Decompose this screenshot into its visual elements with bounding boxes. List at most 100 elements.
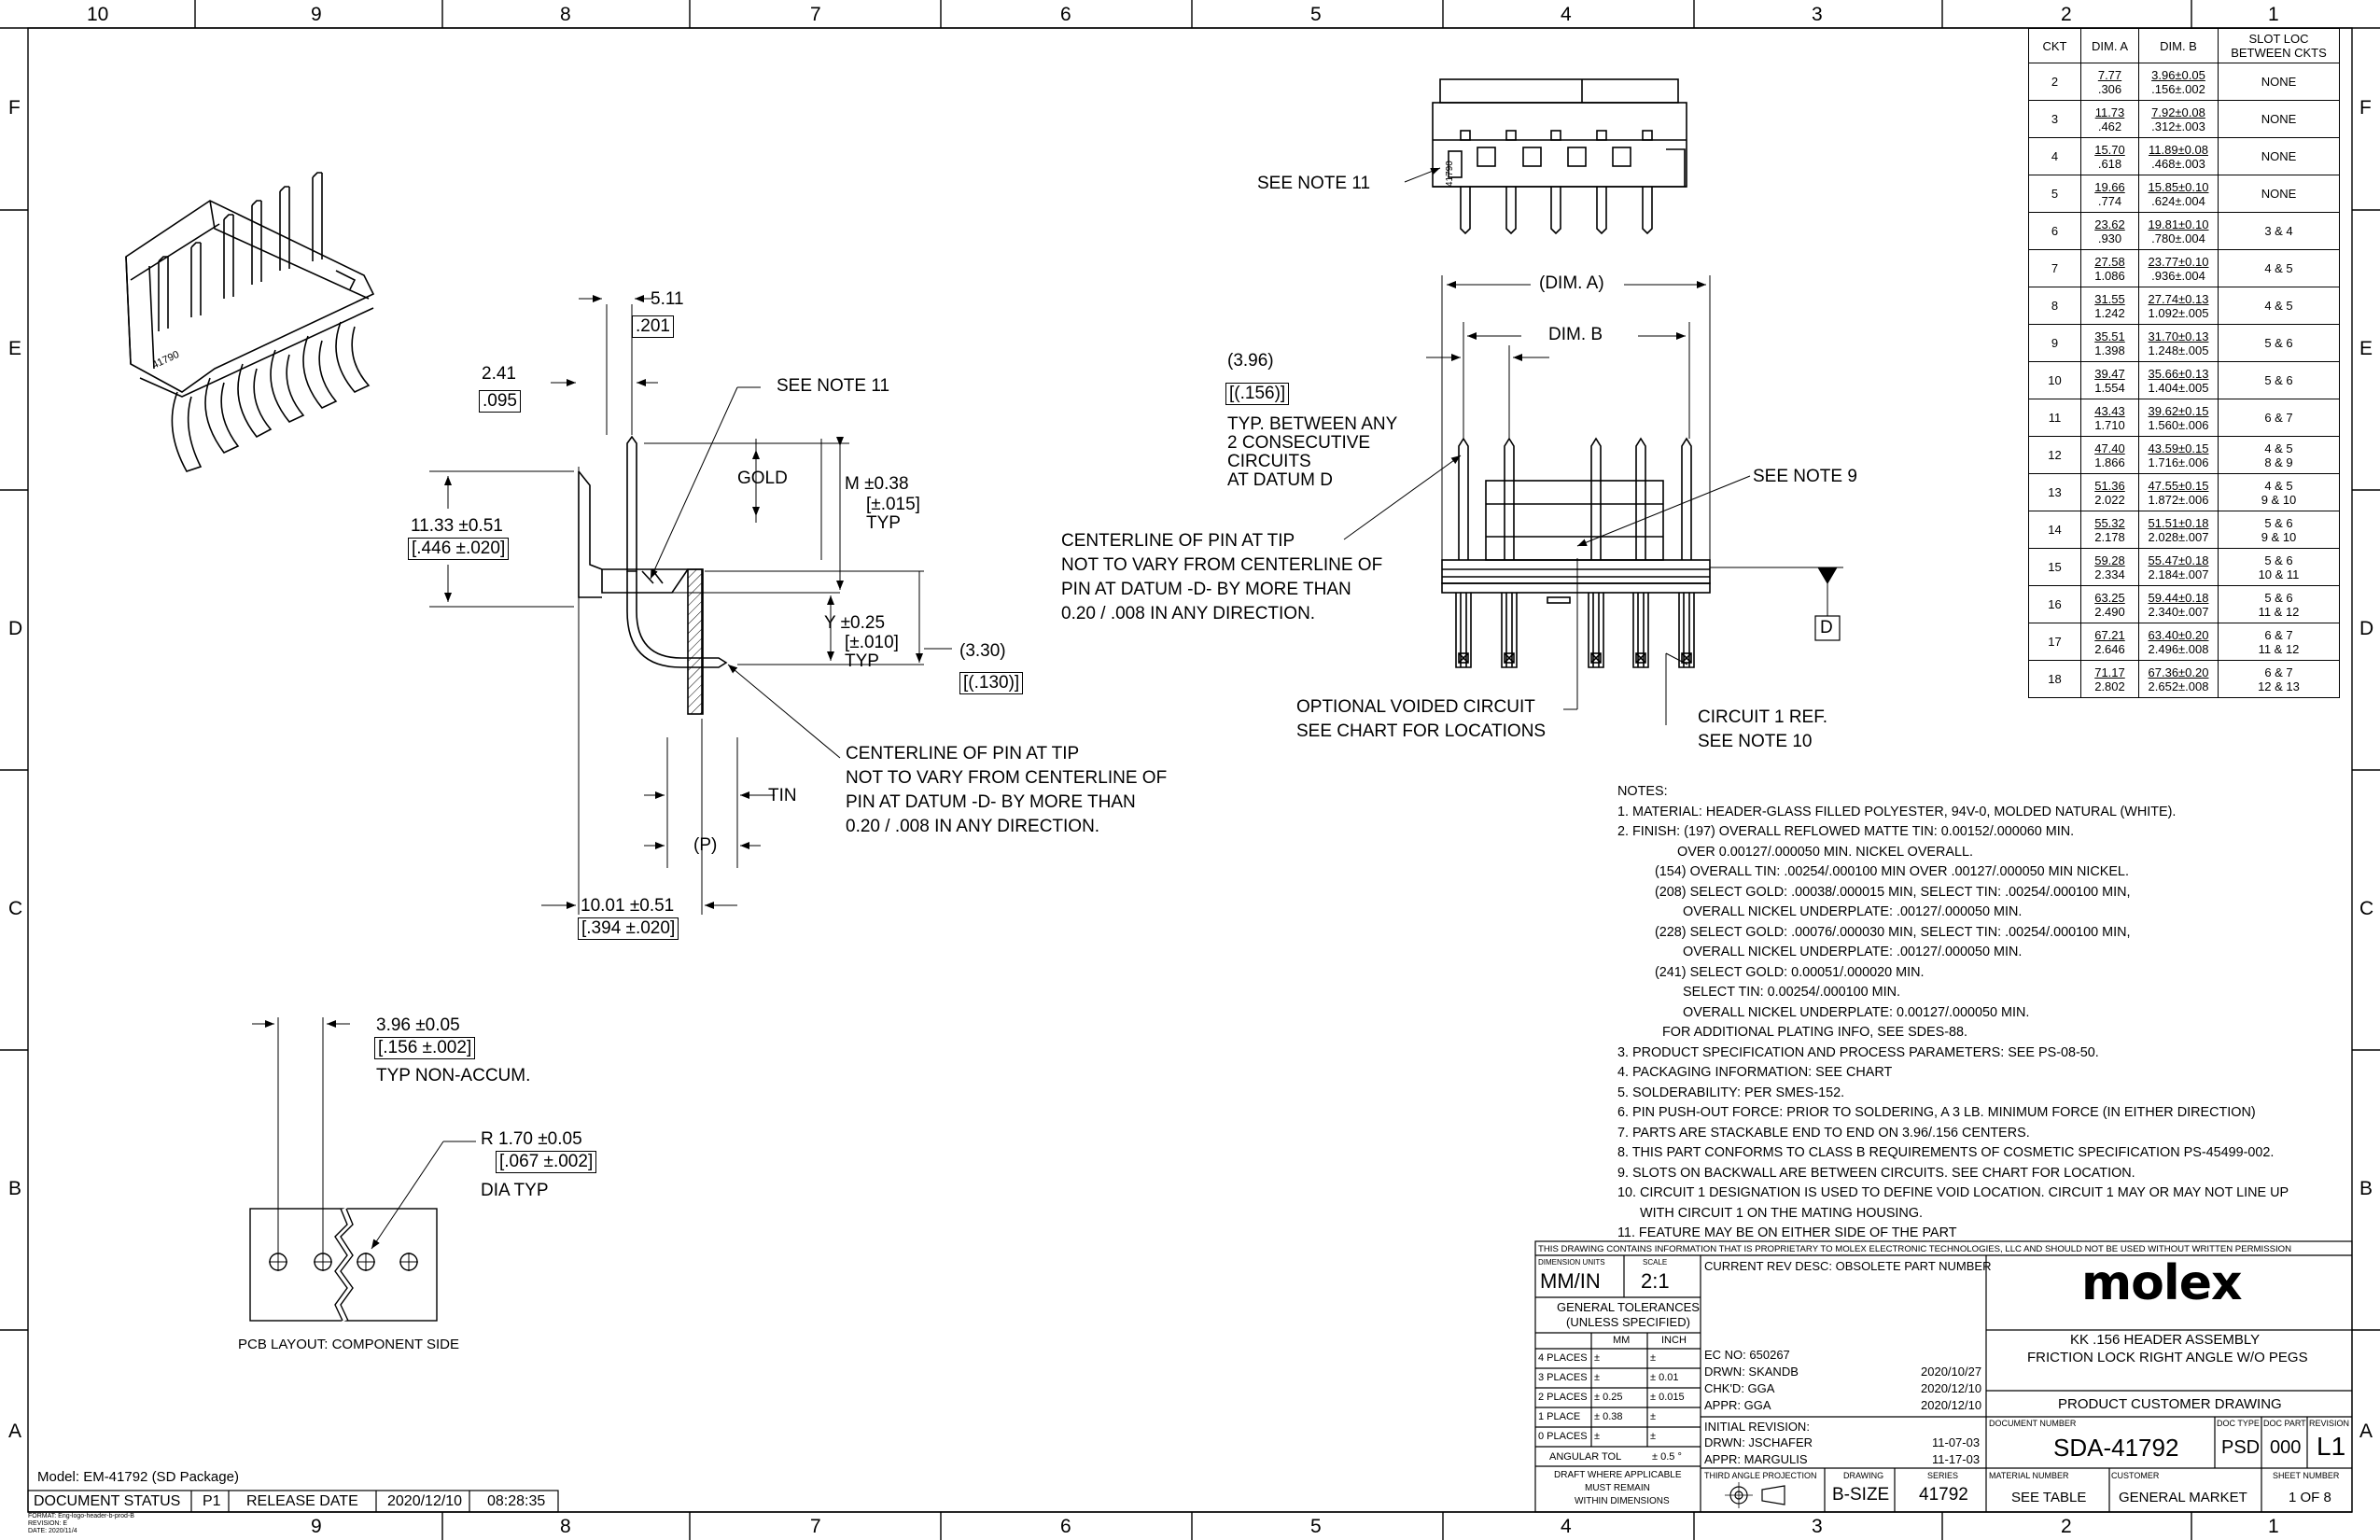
material-label: MATERIAL NUMBER [1989, 1471, 2069, 1480]
note-line: 9. SLOTS ON BACKWALL ARE BETWEEN CIRCUIT… [1617, 1165, 2135, 1181]
cell-dim-b: 7.92±0.08.312±.003 [2138, 100, 2219, 138]
cell-dim-b-b_in: 1.248±.005 [2148, 343, 2209, 357]
cell-dim-a: 23.62.930 [2080, 212, 2139, 250]
zone-bottom-7: 7 [810, 1516, 821, 1537]
cell-ckt-ckt: 8 [2051, 299, 2059, 313]
zone-top-7: 7 [810, 4, 821, 25]
cell-dim-a-a_in: .618 [2097, 156, 2122, 171]
note-line: (154) OVERALL TIN: .00254/.000100 MIN OV… [1655, 864, 2129, 879]
dim-y-typ: TYP [845, 651, 879, 671]
th-dim-a: DIM. A [2080, 28, 2139, 63]
format-info: FORMAT: Eng-logo-header-b-prod-B REVISIO… [28, 1513, 134, 1535]
format-date: DATE: 2020/11/4 [28, 1528, 77, 1534]
cell-dim-b-b_mm: 51.51±0.18 [2148, 515, 2209, 530]
revision-label: REVISION [2309, 1419, 2350, 1428]
release-date: 2020/12/10 [387, 1493, 463, 1509]
release-date-label: RELEASE DATE [246, 1493, 358, 1509]
cell-dim-a-a_in: 1.866 [2094, 455, 2125, 469]
cell-dim-b-b_mm: 11.89±0.08 [2148, 142, 2208, 157]
dim-5-11: 5.11 [651, 289, 684, 309]
side-cl-line-2: NOT TO VARY FROM CENTERLINE OF [846, 768, 1168, 788]
current-rev-desc: CURRENT REV DESC: OBSOLETE PART NUMBER [1704, 1259, 1992, 1273]
cell-dim-b-b_mm: 19.81±0.10 [2148, 217, 2209, 231]
cell-ckt: 17 [2028, 623, 2081, 661]
cell-dim-b-b_mm: 39.62±0.15 [2148, 403, 2209, 418]
cell-dim-a: 11.73.462 [2080, 100, 2139, 138]
front-view-top [1404, 78, 1687, 235]
dim-a-label: (DIM. A) [1535, 273, 1608, 294]
third-angle-label: THIRD ANGLE PROJECTION [1704, 1471, 1817, 1480]
cell-dim-b: 15.85±0.10.624±.004 [2138, 175, 2219, 213]
zone-bottom-8: 8 [560, 1516, 571, 1537]
cell-slot-slot: 5 & 6 [2264, 590, 2293, 605]
cell-dim-b: 11.89±0.08.468±.003 [2138, 137, 2219, 175]
cell-dim-b-b_in: 1.716±.006 [2148, 455, 2209, 469]
zone-top-4: 4 [1561, 4, 1572, 25]
cell-dim-b-b_mm: 7.92±0.08 [2151, 105, 2205, 119]
cell-slot: 3 & 4 [2218, 212, 2340, 250]
cell-ckt-ckt: 14 [2048, 523, 2062, 537]
doc-type: PSD [2221, 1437, 2261, 1458]
cell-dim-a-a_in: 1.710 [2094, 417, 2125, 432]
dim-10-01: 10.01 ±0.51 [581, 896, 675, 916]
doc-type-label: DOC TYPE [2217, 1419, 2260, 1428]
cell-slot-slot: 3 & 4 [2264, 224, 2293, 238]
dim-m-in: [±.015] [866, 495, 920, 514]
ec-no: EC NO: 650267 [1704, 1348, 1790, 1362]
dim-11-33: 11.33 ±0.51 [411, 516, 503, 536]
cell-dim-a-a_mm: 15.70 [2094, 142, 2125, 157]
doc-num-label: DOCUMENT NUMBER [1989, 1419, 2077, 1428]
pcb-typ-non-accum: TYP NON-ACCUM. [376, 1066, 531, 1085]
cell-ckt: 14 [2028, 511, 2081, 549]
cell-dim-a-a_in: 2.334 [2094, 567, 2125, 581]
front-see-note-11: SEE NOTE 11 [1257, 174, 1371, 193]
zone-top-10: 10 [87, 4, 109, 25]
cell-ckt: 2 [2028, 63, 2081, 101]
cell-slot-slot: 5 & 6 [2264, 373, 2293, 387]
cell-ckt: 8 [2028, 287, 2081, 325]
cell-dim-a-a_mm: 19.66 [2094, 179, 2125, 194]
cell-ckt: 9 [2028, 324, 2081, 362]
note-line: FOR ADDITIONAL PLATING INFO, SEE SDES-88… [1662, 1025, 1968, 1040]
label-gold: GOLD [737, 469, 788, 488]
doc-part-label: DOC PART [2263, 1419, 2306, 1428]
zone-bottom-6: 6 [1060, 1516, 1071, 1537]
tol-2-places-label: 2 PLACES [1538, 1392, 1588, 1403]
zone-left-e: E [8, 338, 22, 359]
zone-right-b: B [2359, 1178, 2373, 1199]
cell-dim-a-a_mm: 47.40 [2094, 441, 2125, 455]
cell-dim-b: 19.81±0.10.780±.004 [2138, 212, 2219, 250]
zone-left-b: B [8, 1178, 22, 1199]
zone-right-d: D [2359, 618, 2374, 639]
cell-dim-a: 15.70.618 [2080, 137, 2139, 175]
cell-dim-b-b_in: 1.092±.005 [2148, 305, 2209, 320]
tol-1-place-in: ± [1650, 1411, 1657, 1422]
cell-slot-slot2: 10 & 11 [2258, 567, 2300, 581]
cell-slot-slot: NONE [2261, 75, 2297, 89]
zone-right-a: A [2359, 1421, 2373, 1442]
note-line: 10. CIRCUIT 1 DESIGNATION IS USED TO DEF… [1617, 1185, 2289, 1200]
tol-0-places-in: ± [1650, 1431, 1657, 1442]
cell-slot: NONE [2218, 175, 2340, 213]
note-line: 3. PRODUCT SPECIFICATION AND PROCESS PAR… [1617, 1044, 2099, 1060]
note-line: 8. THIS PART CONFORMS TO CLASS B REQUIRE… [1617, 1145, 2275, 1160]
zone-left-f: F [8, 97, 21, 119]
tol-1-place-mm: ± 0.38 [1594, 1411, 1623, 1422]
customer-label: CUSTOMER [2111, 1471, 2160, 1480]
pcb-dim-3-96: 3.96 ±0.05 [376, 1015, 460, 1035]
format-line: FORMAT: Eng-logo-header-b-prod-B [28, 1513, 134, 1519]
note-line: (241) SELECT GOLD: 0.00051/.000020 MIN. [1655, 964, 1925, 980]
tol-2-places-in: ± 0.015 [1650, 1392, 1685, 1403]
